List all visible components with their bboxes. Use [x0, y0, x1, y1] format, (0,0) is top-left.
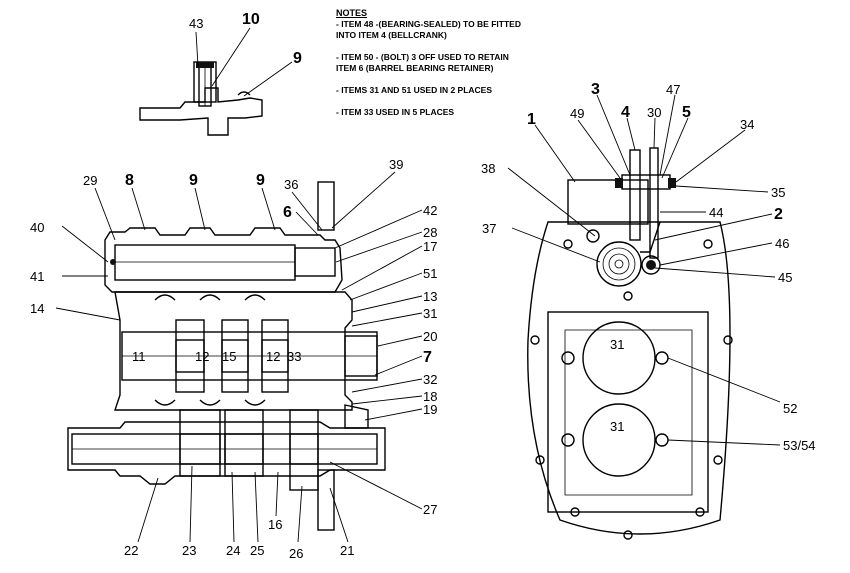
- detail-view: [139, 61, 263, 136]
- callout-24: 24: [226, 543, 240, 558]
- callout-10: 10: [242, 11, 260, 28]
- callout-22: 22: [124, 543, 138, 558]
- callout-40: 40: [30, 220, 44, 235]
- gear-label-11: 11: [132, 349, 146, 364]
- notes-line: - ITEM 33 USED IN 5 PLACES: [336, 107, 455, 117]
- callout-17: 17: [423, 239, 437, 254]
- callout-32: 32: [423, 372, 437, 387]
- callout-7: 7: [423, 349, 432, 366]
- callout-6: 6: [283, 204, 292, 221]
- callout-28: 28: [423, 225, 437, 240]
- callout-18: 18: [423, 389, 437, 404]
- callout-27: 27: [423, 502, 437, 517]
- callout-9: 9: [256, 172, 265, 189]
- callout-43: 43: [189, 16, 203, 31]
- notes-line: INTO ITEM 4 (BELLCRANK): [336, 30, 447, 40]
- callout-26: 26: [289, 546, 303, 561]
- callout-19: 19: [423, 402, 437, 417]
- callout-44: 44: [709, 205, 723, 220]
- notes-line: - ITEM 48 -(BEARING-SEALED) TO BE FITTED: [336, 19, 521, 29]
- gear-label-12: 12: [195, 349, 209, 364]
- callout-25: 25: [250, 543, 264, 558]
- notes-line: - ITEMS 31 AND 51 USED IN 2 PLACES: [336, 85, 493, 95]
- callout-9: 9: [293, 50, 302, 67]
- callout-31: 31: [423, 306, 437, 321]
- callout-14: 14: [30, 301, 44, 316]
- callout-41: 41: [30, 269, 44, 284]
- callout-30: 30: [647, 105, 661, 120]
- callout-47: 47: [666, 82, 680, 97]
- notes-title: NOTES: [336, 8, 368, 18]
- callout-34: 34: [740, 117, 754, 132]
- callout-20: 20: [423, 329, 437, 344]
- gear-label-12: 12: [266, 349, 280, 364]
- callout-46: 46: [775, 236, 789, 251]
- callout-1: 1: [527, 111, 536, 128]
- callout-5: 5: [682, 104, 691, 121]
- gear-label-15: 15: [222, 349, 236, 364]
- callout-13: 13: [423, 289, 437, 304]
- notes-line: ITEM 6 (BARREL BEARING RETAINER): [336, 63, 494, 73]
- callout-51: 51: [423, 266, 437, 281]
- callout-29: 29: [83, 173, 97, 188]
- callout-39: 39: [389, 157, 403, 172]
- callout-42: 42: [423, 203, 437, 218]
- callout-9: 9: [189, 172, 198, 189]
- callout-53-54: 53/54: [783, 438, 816, 453]
- part-label-31: 31: [610, 419, 624, 434]
- gearbox-plan-view: [527, 147, 733, 540]
- gearbox-section-view: [67, 181, 386, 531]
- callout-37: 37: [482, 221, 496, 236]
- callout-52: 52: [783, 401, 797, 416]
- notes-block: NOTES - ITEM 48 -(BEARING-SEALED) TO BE …: [336, 8, 596, 118]
- leader-lines: [55, 27, 781, 543]
- part-label-31: 31: [610, 337, 624, 352]
- callout-38: 38: [481, 161, 495, 176]
- callout-36: 36: [284, 177, 298, 192]
- notes-line: - ITEM 50 - (BOLT) 3 OFF USED TO RETAIN: [336, 52, 509, 62]
- callout-2: 2: [774, 206, 783, 223]
- callout-45: 45: [778, 270, 792, 285]
- callout-labels: 43 10 9 29 8 9 9 36 39 6 42 40 28 17 41 …: [30, 11, 816, 561]
- callout-23: 23: [182, 543, 196, 558]
- callout-3: 3: [591, 81, 600, 98]
- callout-8: 8: [125, 172, 134, 189]
- callout-21: 21: [340, 543, 354, 558]
- callout-49: 49: [570, 106, 584, 121]
- gear-label-33: 33: [287, 349, 301, 364]
- callout-16: 16: [268, 517, 282, 532]
- callout-4: 4: [621, 104, 630, 121]
- callout-35: 35: [771, 185, 785, 200]
